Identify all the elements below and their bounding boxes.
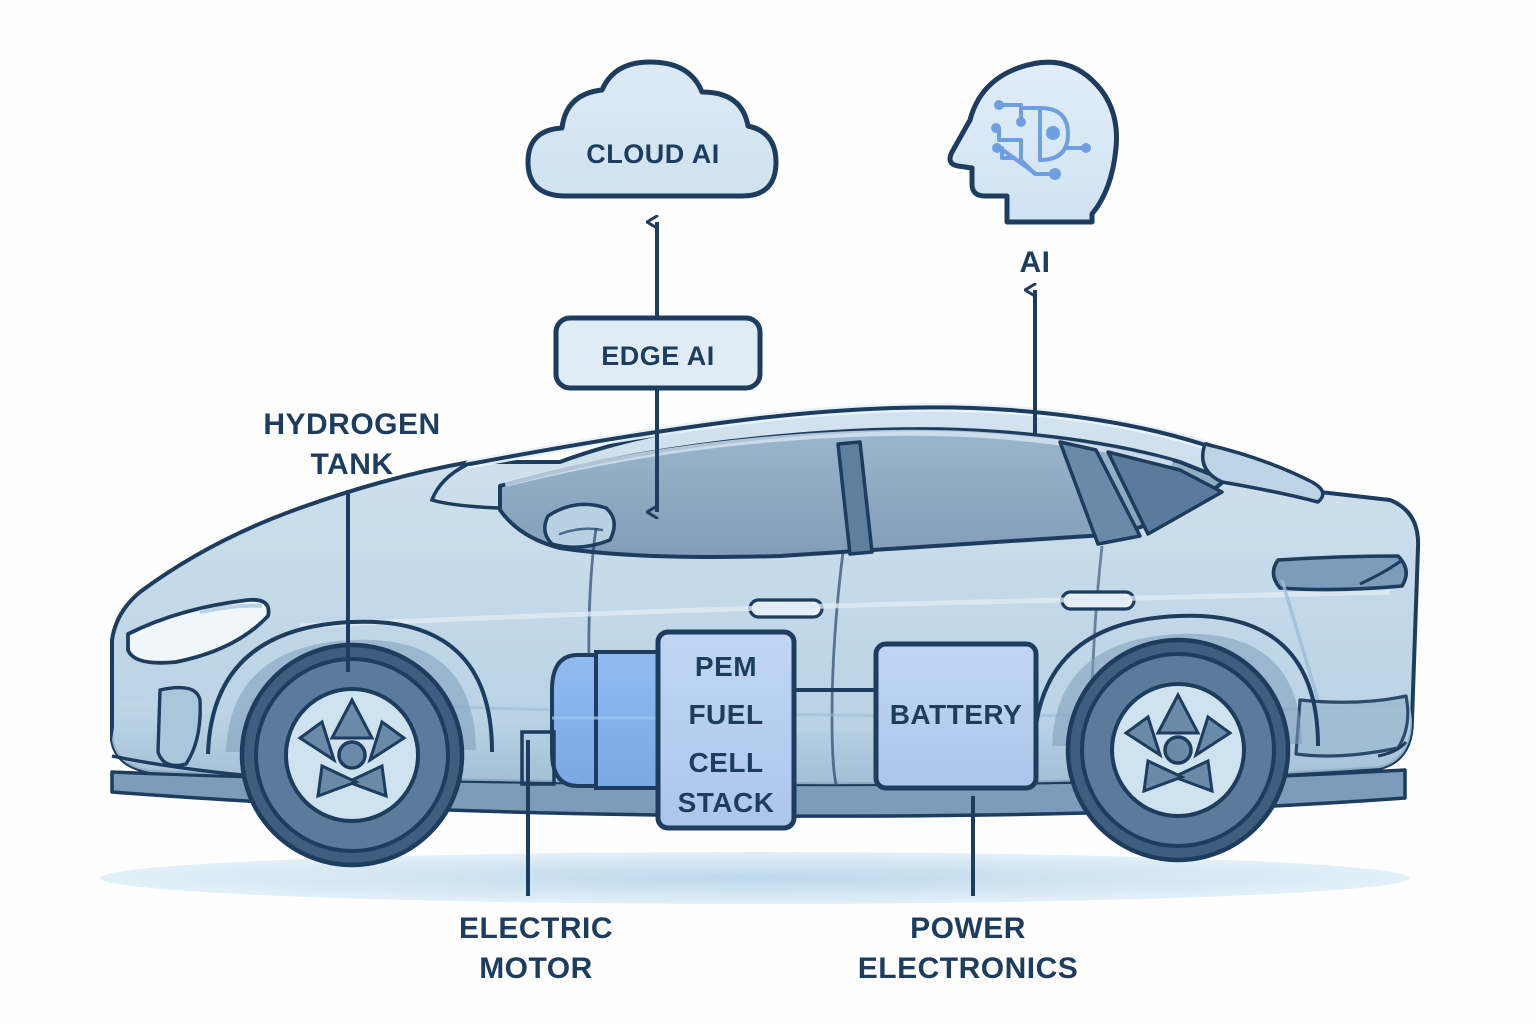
pem-fuel-cell-stack-box[interactable]: PEM FUEL CELL STACK xyxy=(655,629,797,831)
hydrogen-tank-label-line-2: TANK xyxy=(310,448,393,481)
cloud-ai-node[interactable]: CLOUD AI xyxy=(525,59,779,199)
fuel-cell-label-line-4: STACK xyxy=(678,787,775,818)
ai-head-node[interactable]: AI xyxy=(947,59,1119,279)
edge-ai-box[interactable]: EDGE AI xyxy=(553,315,763,391)
power-electronics-label: POWER ELECTRONICS xyxy=(858,912,1079,985)
fuel-cell-label-line-3: CELL xyxy=(688,747,763,778)
hydrogen-tank-label: HYDROGEN TANK xyxy=(263,408,440,481)
headlight xyxy=(126,597,271,665)
fuel-cell-label-line-2: FUEL xyxy=(688,699,763,730)
rear-wheel xyxy=(1065,637,1291,863)
hydrogen-tank-label-line-1: HYDROGEN xyxy=(263,408,440,441)
fuel-cell-label-line-1: PEM xyxy=(695,651,757,682)
power-electronics-label-line-2: ELECTRONICS xyxy=(858,952,1079,985)
electric-motor-label: ELECTRIC MOTOR xyxy=(459,912,613,985)
electric-motor-label-line-1: ELECTRIC xyxy=(459,912,613,945)
taillight xyxy=(1271,554,1408,592)
cloud-ai-label: CLOUD AI xyxy=(586,139,720,169)
ground-shadow xyxy=(100,852,1410,904)
power-electronics-label-line-1: POWER xyxy=(910,912,1026,945)
edge-ai-label: EDGE AI xyxy=(601,341,715,371)
ai-head-label: AI xyxy=(1020,246,1051,279)
front-wheel xyxy=(239,642,465,868)
electric-motor-label-line-2: MOTOR xyxy=(479,952,593,985)
battery-label: BATTERY xyxy=(890,699,1023,730)
ai-head-icon xyxy=(947,59,1119,225)
cloud-icon xyxy=(525,59,779,199)
battery-box[interactable]: BATTERY xyxy=(873,641,1039,791)
